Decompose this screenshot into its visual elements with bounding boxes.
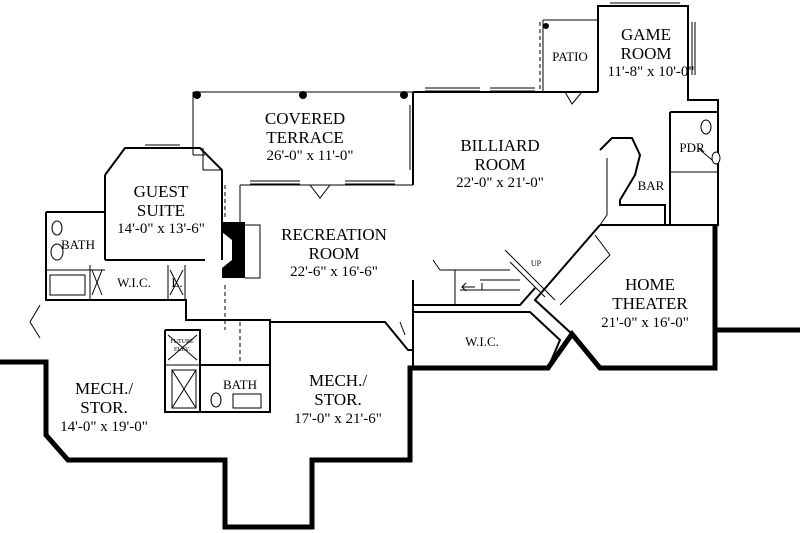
guest-wic-name: W.I.C. [117,275,151,290]
covered-terrace-dims: 26'-0" x 11'-0" [266,148,353,164]
doors [29,91,713,339]
patio-name: PATIO [552,49,588,64]
home-theater-dims: 21'-0" x 16'-0" [601,315,689,331]
lower-bath-name: BATH [223,377,257,392]
mech-stor-right-dims: 17'-0" x 21'-6" [294,411,382,427]
fireplace [222,222,245,278]
hall-wic-name: W.I.C. [465,334,499,349]
mech-stor-left-name-1: MECH./ [75,379,133,398]
game-room-label: GAME ROOM 11'-8" x 10'-0" [607,25,694,80]
covered-terrace-name-1: COVERED [265,109,345,128]
covered-terrace-label: COVERED TERRACE 26'-0" x 11'-0" [265,109,354,164]
sink [51,220,63,236]
stair-up-label: UP [531,259,542,268]
future-elev-label: FUTURE ELEV. [170,339,194,353]
mech-stor-left-name-2: STOR. [80,398,127,417]
mech-stor-left-dims: 14'-0" x 19'-0" [60,419,148,435]
lower-sink [232,393,262,409]
mech-stor-right-name-2: STOR. [314,390,361,409]
home-theater-label: HOME THEATER 21'-0" x 16'-0" [601,275,689,331]
mech-stor-right-name-1: MECH./ [309,371,367,390]
mech-stor-right-label: MECH./ STOR. 17'-0" x 21'-6" [294,371,382,427]
guest-suite-label: GUEST SUITE 14'-0" x 13'-6" [117,182,205,237]
home-theater-name-2: THEATER [612,294,688,313]
dashed-lines [186,22,541,365]
fixtures [49,119,721,409]
recreation-room-dims: 22'-6" x 16'-6" [290,264,378,280]
billiard-room-name-2: ROOM [474,155,525,174]
game-room-name-1: GAME [621,25,671,44]
guest-bath-name: BATH [61,237,95,252]
mech-stor-left-label: MECH./ STOR. 14'-0" x 19'-0" [60,379,148,435]
game-room-dims: 11'-8" x 10'-0" [607,64,694,80]
guest-suite-dims: 14'-0" x 13'-6" [117,221,205,237]
billiard-room-name-1: BILLIARD [460,136,539,155]
recreation-room-name-2: ROOM [308,244,359,263]
home-theater-name-1: HOME [625,275,675,294]
recreation-room-name-1: RECREATION [281,225,387,244]
room-labels: GAME ROOM 11'-8" x 10'-0" PATIO COVERED … [60,25,705,435]
lower-toilet [210,392,222,408]
windows [145,2,696,185]
pdr-name: PDR [679,140,705,155]
exterior-walls [0,225,800,530]
bar-name: BAR [638,178,665,193]
toilet [50,243,64,261]
pdr-sink [711,151,721,165]
game-room-name-2: ROOM [620,44,671,63]
columns [193,23,549,99]
linen-name: L. [171,275,182,290]
billiard-room-label: BILLIARD ROOM 22'-0" x 21'-0" [456,136,544,191]
future-elev-line-2: ELEV. [174,347,191,353]
billiard-room-dims: 22'-0" x 21'-0" [456,175,544,191]
covered-terrace-name-2: TERRACE [266,128,343,147]
guest-suite-name-2: SUITE [137,201,185,220]
tub [49,274,86,296]
pdr-toilet [700,119,712,135]
guest-suite-name-1: GUEST [134,182,189,201]
recreation-room-label: RECREATION ROOM 22'-6" x 16'-6" [281,225,387,280]
future-elev-line-1: FUTURE [170,339,194,345]
